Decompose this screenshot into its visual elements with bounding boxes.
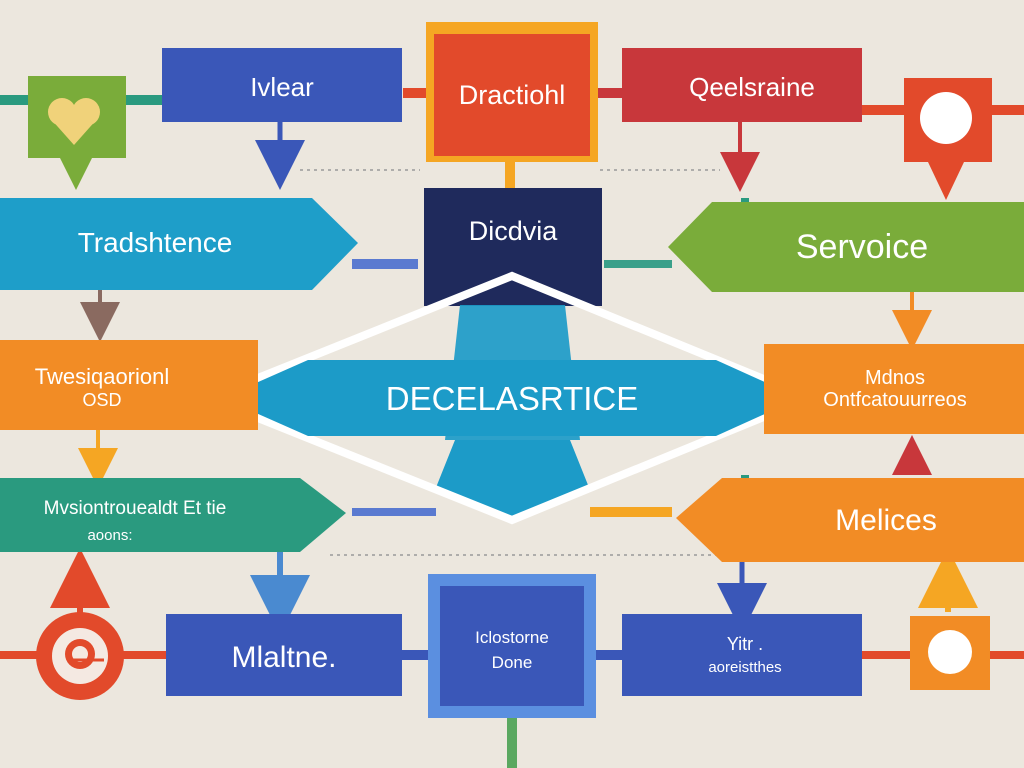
node-label-line1: Mdnos xyxy=(865,367,925,389)
right-box-2: Mdnos Ontfcatouurreos xyxy=(764,344,1024,434)
node-label-line1: Mvsiontrouealdt Et tie xyxy=(44,498,227,519)
node-label-line1: Twesiqaorionl xyxy=(35,364,170,389)
left-box-2: Twesiqaorionl OSD xyxy=(0,340,258,430)
top-center-box: Dractiohl xyxy=(426,22,598,162)
bottom-right-box: Yitr . aoreistthes xyxy=(622,614,862,696)
bottom-center-box: Iclostorne Done xyxy=(428,574,596,718)
node-label-line2: aoons: xyxy=(87,527,132,544)
node-label: Dractiohl xyxy=(459,80,566,110)
node-label: Tradshtence xyxy=(78,227,233,258)
node-label-line2: Ontfcatouurreos xyxy=(823,389,966,411)
heart-icon xyxy=(48,98,100,145)
node-label: DECELASRTICE xyxy=(386,380,638,417)
node-label: Dicdvia xyxy=(469,216,559,246)
right-arrow-3: Melices xyxy=(676,478,1024,562)
heart-badge xyxy=(28,76,126,190)
left-arrow-1: Tradshtence xyxy=(0,198,358,290)
node-label-line2: OSD xyxy=(82,390,121,410)
node-label-line2: aoreistthes xyxy=(708,659,781,676)
center-navy-box: Dicdvia xyxy=(424,188,602,306)
target-badge xyxy=(36,612,124,700)
circle-badge-top xyxy=(904,78,992,200)
center-diamond: DECELASRTICE xyxy=(197,271,821,525)
node-label: Melices xyxy=(835,504,937,537)
circle-badge-bottom-right xyxy=(910,616,990,690)
node-label: Ivlear xyxy=(250,72,314,102)
node-label: Servoice xyxy=(796,228,928,266)
circle-icon xyxy=(920,92,972,144)
circle-icon xyxy=(928,630,972,674)
left-arrow-3: Mvsiontrouealdt Et tie aoons: xyxy=(0,478,346,552)
node-label: Qeelsraine xyxy=(689,72,815,102)
node-label: Mlaltne. xyxy=(231,641,336,674)
top-right-box: Qeelsraine xyxy=(622,48,862,122)
target-icon xyxy=(52,628,108,684)
connector-lines xyxy=(0,88,1024,768)
top-left-box: Ivlear xyxy=(162,48,402,122)
bottom-left-box: Mlaltne. xyxy=(166,614,402,696)
node-label-line2: Done xyxy=(492,653,533,672)
node-label-line1: Iclostorne xyxy=(475,628,549,647)
right-arrow-1: Servoice xyxy=(668,202,1024,292)
node-label-line1: Yitr . xyxy=(727,634,763,654)
flow-arrows xyxy=(50,122,978,635)
